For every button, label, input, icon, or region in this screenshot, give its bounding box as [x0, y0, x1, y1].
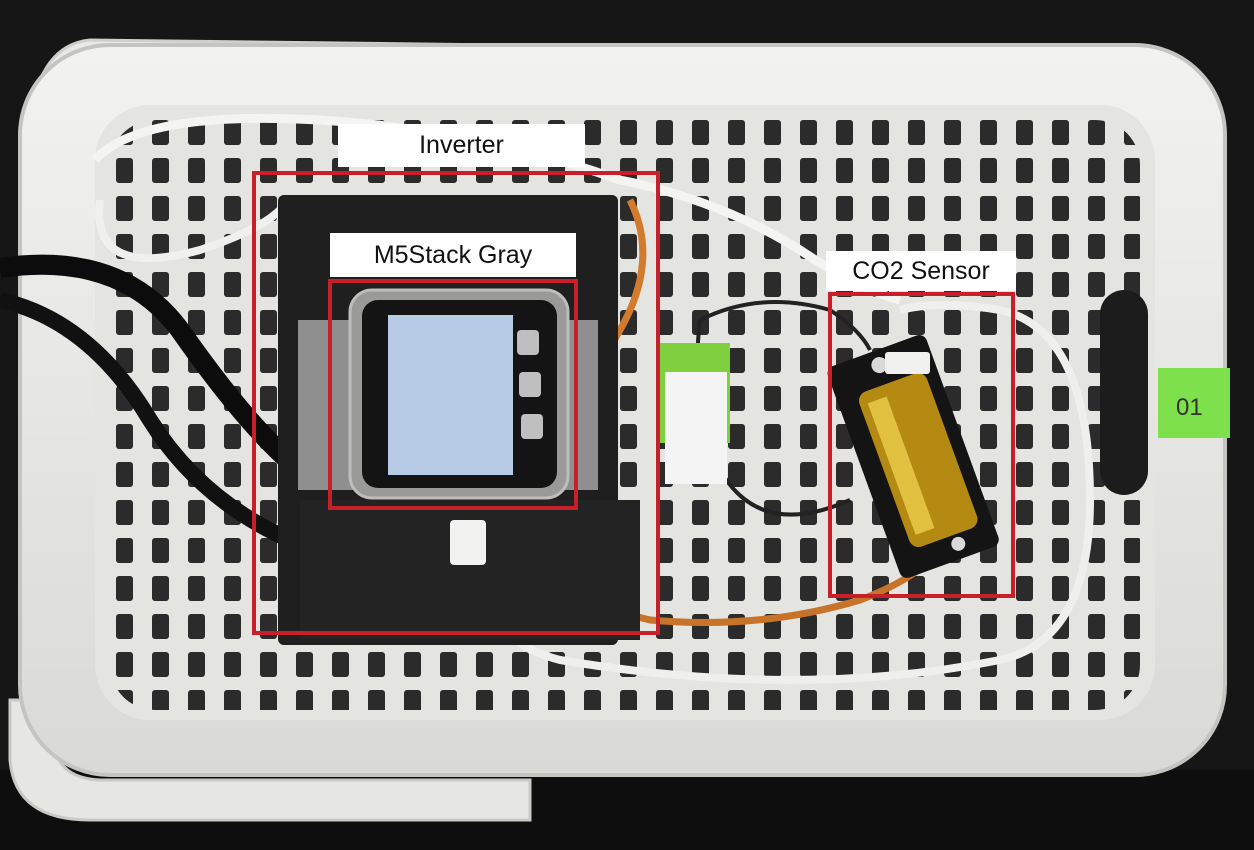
basket-grip-hole	[1100, 290, 1148, 495]
m5stack-button-c	[521, 414, 543, 439]
co2-sensor-board	[827, 335, 999, 578]
co2-sensor-label: CO2 Sensor	[826, 251, 1016, 291]
black-cable-2	[0, 292, 294, 548]
usb-plug	[450, 520, 486, 565]
black-power-cable	[0, 254, 307, 478]
m5stack-button-a	[517, 330, 539, 355]
green-tape	[1158, 368, 1230, 438]
white-cable-loop	[95, 199, 283, 263]
sensor-connector	[885, 352, 930, 374]
inverter-label: Inverter	[338, 124, 585, 167]
white-usb-cable	[466, 301, 1095, 684]
m5stack-button-b	[519, 372, 541, 397]
m5stack-label: M5Stack Gray	[330, 233, 576, 277]
m5stack-screen	[388, 315, 513, 475]
sticker-white-panel	[665, 372, 727, 484]
tape-text: 01	[1176, 394, 1203, 421]
